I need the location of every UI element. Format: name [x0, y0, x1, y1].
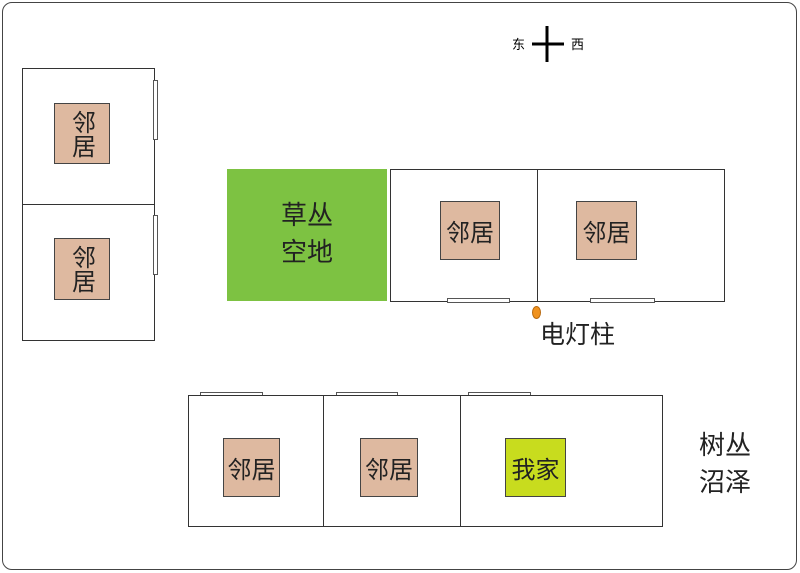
- neighbor-house: 邻居: [576, 201, 637, 260]
- neighbor-house: 邻居: [440, 201, 500, 260]
- bushes-label: 沼泽: [698, 468, 751, 498]
- grass-label: 空地: [280, 238, 333, 268]
- bushes-area: 树丛 沼泽: [690, 428, 760, 502]
- compass-cross-icon: [532, 26, 564, 62]
- grass-area: 草丛 空地: [227, 169, 387, 301]
- bushes-label: 树丛: [698, 431, 751, 461]
- lamp-post-icon: [532, 306, 541, 319]
- door: [153, 215, 158, 275]
- lamp-post-label: 电灯柱: [540, 320, 616, 349]
- neighbor-house: 邻居: [360, 438, 418, 497]
- compass-east: 东: [512, 38, 526, 53]
- compass: 东 西: [510, 24, 590, 64]
- door: [447, 298, 510, 303]
- my-home: 我家: [505, 438, 566, 497]
- neighbor-house: 邻居: [54, 238, 110, 300]
- compass-west: 西: [571, 38, 585, 53]
- grass-label: 草丛: [280, 201, 333, 231]
- door: [590, 298, 655, 303]
- neighbor-house: 邻居: [54, 103, 110, 164]
- neighbor-house: 邻居: [223, 438, 280, 497]
- door: [153, 80, 158, 140]
